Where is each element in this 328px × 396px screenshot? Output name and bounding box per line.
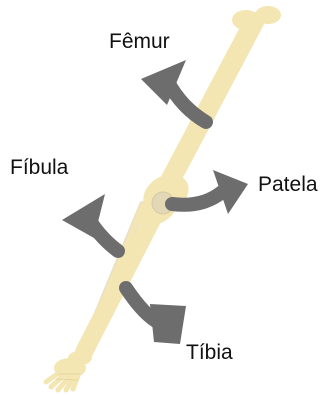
- tibia-arrow: [126, 288, 186, 344]
- femur-arrow: [141, 60, 206, 122]
- foot-bones: [46, 351, 92, 390]
- fibula-label: Fíbula: [10, 157, 68, 178]
- tibia-label: Tíbia: [186, 342, 233, 363]
- femur-label: Fêmur: [109, 31, 170, 52]
- fibula-arrow: [62, 194, 118, 251]
- patela-label: Patela: [258, 174, 318, 195]
